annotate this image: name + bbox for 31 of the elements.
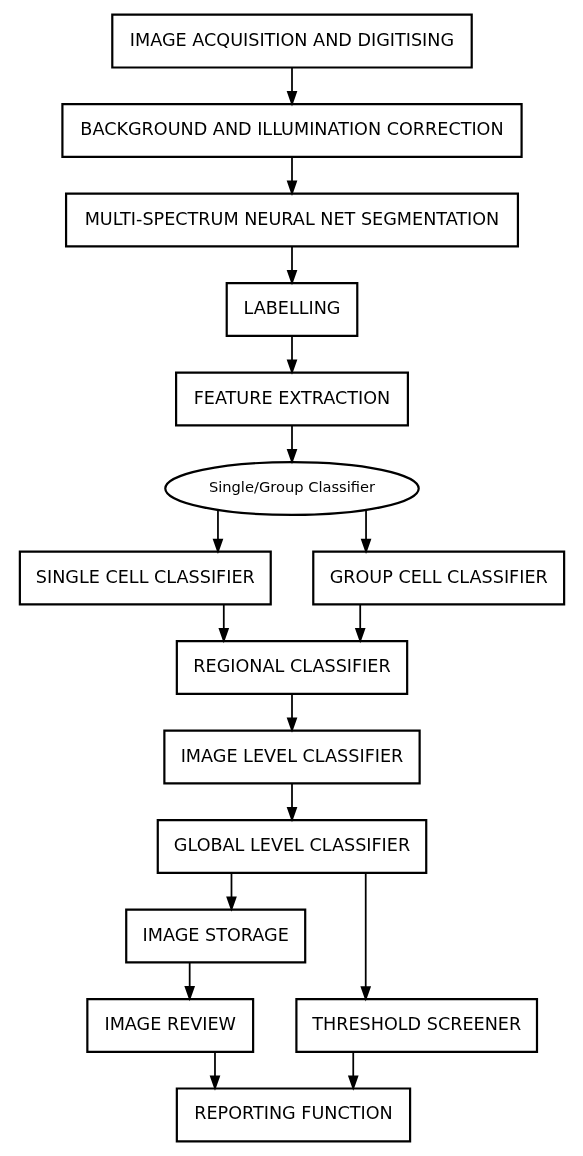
node-box: GROUP CELL CLASSIFIER (311, 550, 565, 606)
arrow (359, 872, 371, 1002)
node-box: SINGLE CELL CLASSIFIER (18, 550, 272, 606)
node-box: REGIONAL CLASSIFIER (175, 640, 408, 695)
node-box: LABELLING (225, 282, 358, 338)
node-box: THRESHOLD SCREENER (294, 997, 538, 1053)
node-box: BACKGROUND AND ILLUMINATION CORRECTION (60, 103, 523, 159)
node-box: REPORTING FUNCTION (175, 1087, 411, 1143)
node-box: IMAGE REVIEW (85, 997, 254, 1053)
arrow (354, 603, 366, 644)
arrow (360, 509, 371, 555)
arrow (286, 67, 297, 107)
arrow (286, 246, 297, 286)
node-ellipse: Single/Group Classifier (163, 461, 420, 516)
arrow (212, 509, 223, 555)
arrow (209, 1051, 220, 1091)
node-box: IMAGE ACQUISITION AND DIGITISING (110, 13, 473, 69)
arrow (347, 1051, 359, 1091)
arrow (225, 872, 237, 912)
node-box: IMAGE LEVEL CLASSIFIER (162, 729, 421, 785)
arrow (286, 693, 297, 733)
arrow (286, 335, 297, 375)
node-box: FEATURE EXTRACTION (174, 371, 409, 427)
arrow (286, 425, 297, 465)
arrow (286, 782, 297, 823)
arrow (217, 603, 229, 644)
node-box: MULTI-SPECTRUM NEURAL NET SEGMENTATION (64, 192, 519, 248)
arrow (286, 156, 297, 196)
node-box: IMAGE STORAGE (124, 908, 306, 964)
node-box: GLOBAL LEVEL CLASSIFIER (156, 818, 427, 874)
arrow (183, 961, 195, 1002)
